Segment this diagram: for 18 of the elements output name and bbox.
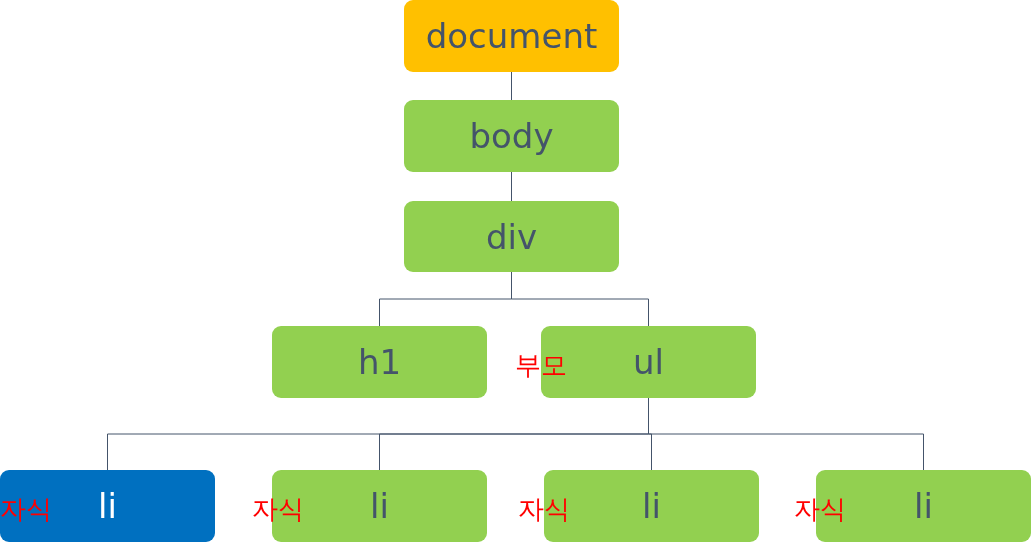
node-label: div xyxy=(485,216,538,257)
relation-label: 자식 xyxy=(0,495,52,522)
tree-node-box xyxy=(404,100,619,172)
tree-node-box xyxy=(404,201,619,272)
tree-node-box xyxy=(272,326,487,398)
node-label: li xyxy=(370,486,389,526)
node-label: document xyxy=(425,16,598,56)
node-label: li xyxy=(98,486,117,526)
node-label: ul xyxy=(633,342,664,382)
node-label: li xyxy=(914,486,933,526)
node-label: li xyxy=(642,486,661,526)
connector-line xyxy=(511,171,512,202)
connector-line xyxy=(511,71,512,101)
tree-node-box xyxy=(404,0,619,72)
node-label: h1 xyxy=(357,342,402,382)
node-label: body xyxy=(469,116,554,156)
relation-label: 부모 xyxy=(515,351,567,378)
tree-node-box xyxy=(0,470,215,542)
